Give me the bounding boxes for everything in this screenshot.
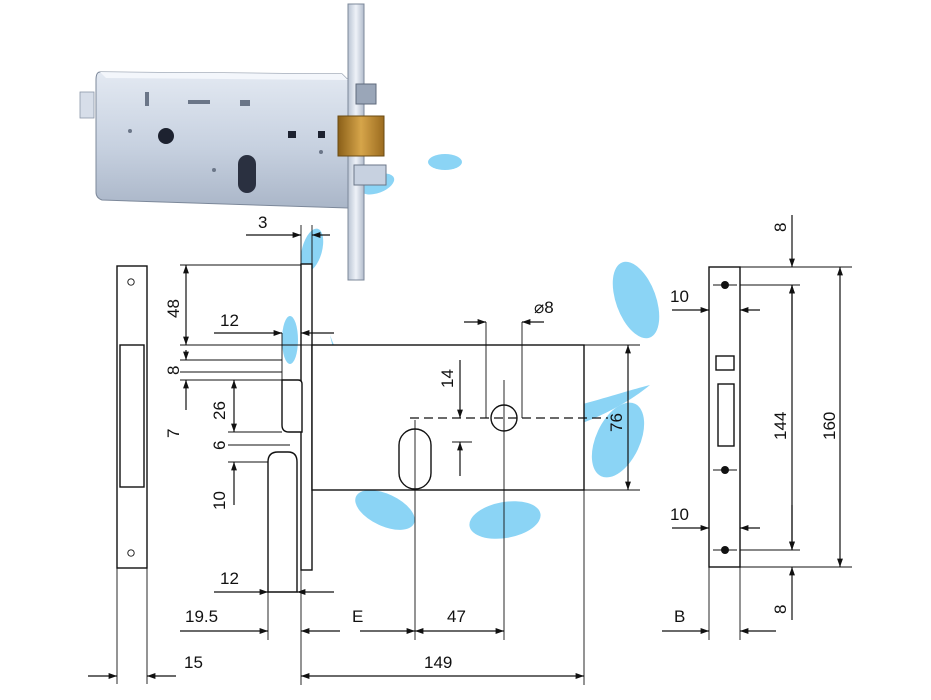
dimension-labels: 3 48 12 8 7 26 6 10 12 19.5 E 47 149 15 … xyxy=(164,213,839,672)
dim-10-left: 10 xyxy=(210,491,229,510)
dim-14: 14 xyxy=(438,369,457,388)
dim-3: 3 xyxy=(258,213,267,232)
dim-76: 76 xyxy=(607,413,626,432)
dim-B: B xyxy=(674,607,685,626)
dim-diameter-8: ⌀8 xyxy=(534,298,554,317)
dim-10-strike-top: 10 xyxy=(670,287,689,306)
dim-15: 15 xyxy=(184,653,203,672)
dim-10-strike-bottom: 10 xyxy=(670,505,689,524)
dim-19-5: 19.5 xyxy=(185,607,218,626)
dim-48: 48 xyxy=(164,299,183,318)
strike-plate-view xyxy=(708,266,741,568)
dim-8-strike-top: 8 xyxy=(771,223,790,232)
dim-144: 144 xyxy=(771,412,790,440)
dim-149: 149 xyxy=(424,653,452,672)
lock-side-view xyxy=(267,263,608,640)
dim-47: 47 xyxy=(447,607,466,626)
dim-7: 7 xyxy=(164,429,183,438)
dimension-lines xyxy=(180,215,852,685)
faceplate-front-view xyxy=(88,265,176,684)
dim-6: 6 xyxy=(210,441,229,450)
dim-8-strike-bottom: 8 xyxy=(771,605,790,614)
dim-12-top: 12 xyxy=(220,311,239,330)
dim-160: 160 xyxy=(820,412,839,440)
dim-E: E xyxy=(352,607,363,626)
dim-26: 26 xyxy=(210,401,229,420)
dim-12-bottom: 12 xyxy=(220,569,239,588)
lock-product-image xyxy=(79,3,387,281)
dim-8-left: 8 xyxy=(164,366,183,375)
